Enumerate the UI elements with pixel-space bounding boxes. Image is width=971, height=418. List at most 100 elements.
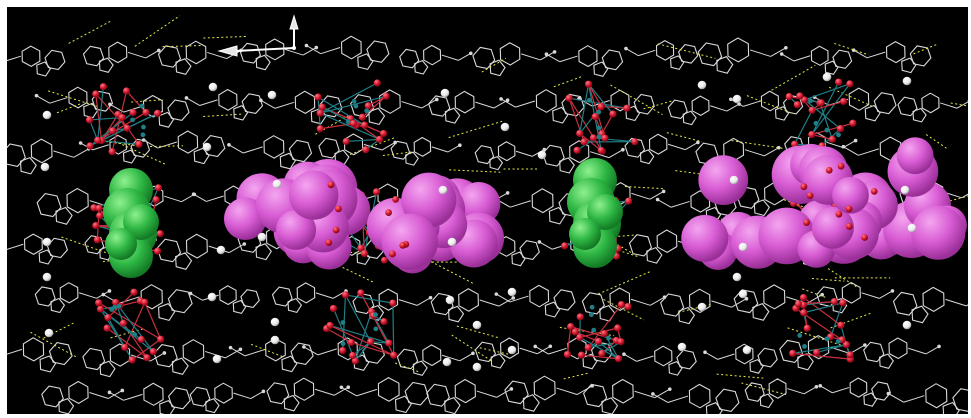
oxygen-atom <box>835 210 843 218</box>
benzene-ring <box>378 288 399 311</box>
benzene-ring <box>458 288 479 312</box>
cage-bond <box>792 344 847 354</box>
atom-node <box>434 97 439 102</box>
benzene-ring <box>185 40 207 65</box>
benzene-ring <box>655 39 675 61</box>
benzene-ring <box>41 385 64 408</box>
magenta-sphere <box>456 182 501 226</box>
atom-node <box>78 141 83 145</box>
five-ring <box>232 299 247 315</box>
ligand-molecule <box>897 92 968 123</box>
atom-node <box>622 352 626 356</box>
crystal-packing-diagram <box>7 14 968 414</box>
five-ring <box>19 156 37 175</box>
five-ring <box>99 360 116 378</box>
white-atom <box>697 80 707 90</box>
benzene-ring <box>667 99 688 120</box>
cage-bond <box>345 294 393 304</box>
oxygen-atom <box>794 300 802 308</box>
benzene-ring <box>68 86 88 109</box>
benzene-ring <box>553 289 576 311</box>
oxygen-atom <box>785 92 793 101</box>
oxygen-atom <box>347 338 355 347</box>
hydrogen-bond <box>563 372 590 380</box>
ligand-molecule <box>494 284 576 318</box>
white-atom <box>42 237 52 247</box>
atom-node <box>696 140 700 145</box>
oxygen-atom <box>580 138 588 146</box>
oxygen-atom <box>92 222 100 230</box>
oxygen-atom <box>157 335 165 343</box>
oxygen-atom <box>591 113 599 121</box>
benzene-ring <box>109 134 127 155</box>
white-atom <box>272 179 282 189</box>
atom-node <box>162 351 167 355</box>
cage-bond <box>317 96 365 126</box>
crystal-packing-panel <box>7 7 968 414</box>
five-ring <box>447 305 465 323</box>
magenta-sphere <box>381 213 438 270</box>
oxygen-atom <box>573 146 581 154</box>
five-ring <box>678 306 696 325</box>
five-ring <box>405 151 419 166</box>
oxygen-atom <box>390 351 398 359</box>
cage-bond <box>100 308 126 348</box>
metal-atom <box>353 103 359 109</box>
five-ring <box>58 398 75 414</box>
benzene-ring <box>885 40 906 64</box>
green-sphere <box>587 194 623 230</box>
cage-bond <box>119 300 141 307</box>
hydrogen-bond <box>30 331 77 358</box>
metal-atom <box>824 127 830 133</box>
benzene-ring <box>529 284 550 308</box>
benzene-ring <box>340 35 362 60</box>
oxygen-atom <box>314 93 322 101</box>
benzene-ring <box>7 143 26 168</box>
oxygen-atom <box>342 137 350 146</box>
benzene-ring <box>472 46 496 70</box>
white-atom <box>267 90 277 100</box>
white-atom <box>472 362 482 372</box>
metal-atom <box>835 339 841 344</box>
benzene-ring <box>59 282 79 304</box>
hydrogen-bond <box>68 20 111 44</box>
five-ring <box>552 106 569 124</box>
metal-oxo-cage <box>789 293 854 363</box>
white-atom <box>42 272 52 282</box>
metal-atom <box>340 320 346 325</box>
cage-bond <box>392 303 395 356</box>
cage-bond <box>352 341 372 356</box>
ligand-molecule <box>816 281 895 314</box>
hydrogen-bond <box>349 137 395 155</box>
five-ring <box>255 54 271 71</box>
atom-node <box>259 98 263 103</box>
benzene-ring <box>167 289 193 314</box>
oxygen-atom <box>122 87 131 95</box>
oxygen-atom <box>349 351 357 360</box>
benzene-ring <box>500 337 520 360</box>
oxygen-atom <box>830 297 838 306</box>
benzene-ring <box>426 383 450 407</box>
atom-node <box>156 48 161 53</box>
oxygen-atom <box>335 205 342 213</box>
ligand-molecule <box>779 334 867 371</box>
hydrogen-bond <box>553 76 582 88</box>
benzene-ring <box>768 378 787 399</box>
benzene-ring <box>22 337 45 362</box>
oxygen-atom <box>364 102 372 110</box>
hydrogen-bond <box>448 120 503 139</box>
metal-atom <box>591 327 597 333</box>
oxygen-atom <box>149 348 157 356</box>
ligand-molecule <box>7 233 69 265</box>
oxygen-atom <box>563 350 572 359</box>
oxygen-atom <box>839 97 848 106</box>
benzene-ring <box>648 133 668 155</box>
magenta-sphere <box>811 206 854 249</box>
metal-atom <box>373 326 379 332</box>
oxygen-atom <box>589 134 598 142</box>
metal-atom <box>373 312 378 318</box>
ligand-molecule <box>266 377 351 412</box>
ligand-molecule <box>184 88 264 121</box>
metal-atom <box>596 134 602 140</box>
benzene-ring <box>167 99 190 122</box>
